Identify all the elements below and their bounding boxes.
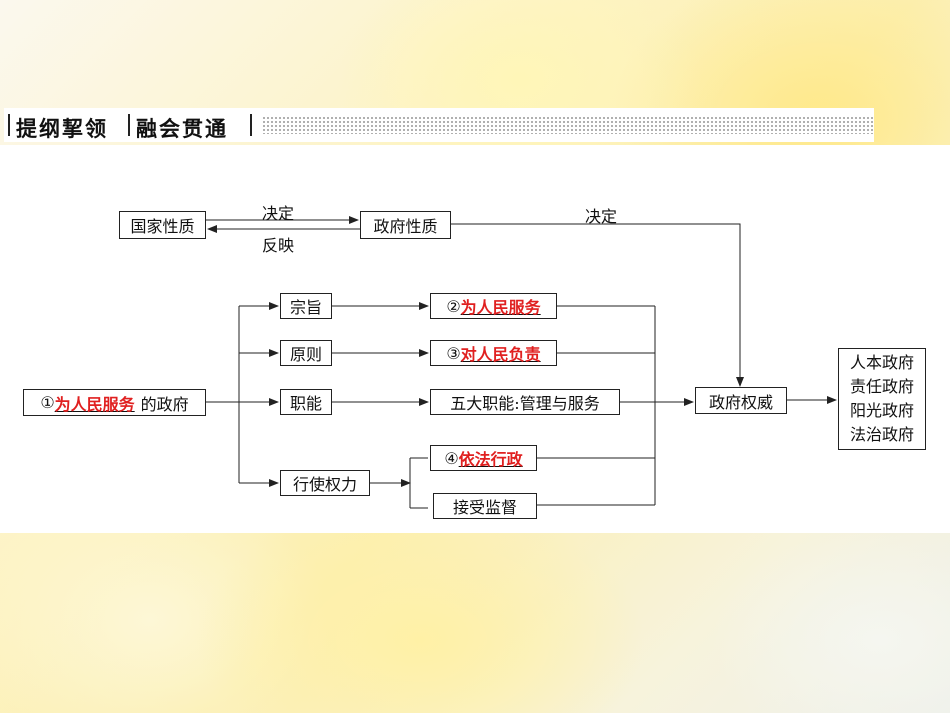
dotted-fill xyxy=(262,116,874,134)
people-gov-suffix: 的政府 xyxy=(140,394,189,414)
answer-4: 依法行政 xyxy=(458,450,523,469)
principle-box: 原则 xyxy=(280,340,332,366)
blank-number: ③ xyxy=(446,343,461,363)
exercise-power-box: 行使权力 xyxy=(280,470,370,496)
blank-number: ① xyxy=(40,393,55,412)
decide-label-2: 决定 xyxy=(585,207,618,226)
gov-nature-box: 政府性质 xyxy=(360,211,451,239)
divider xyxy=(128,114,130,136)
gov-type-item: 阳光政府 xyxy=(849,401,914,420)
reflect-label: 反映 xyxy=(262,236,295,255)
gov-type-item: 人本政府 xyxy=(849,353,914,372)
blank-number: ② xyxy=(446,296,461,316)
supervision-box: 接受监督 xyxy=(433,493,537,519)
answer-2: 为人民服务 xyxy=(460,298,541,317)
purpose-box: 宗旨 xyxy=(280,293,332,319)
divider xyxy=(250,114,252,136)
section-header: 提纲挈领 融会贯通 xyxy=(4,108,874,142)
header-title-1: 提纲挈领 xyxy=(16,117,108,141)
answer-1: 为人民服务 xyxy=(54,394,135,414)
answer-3: 对人民负责 xyxy=(460,345,541,364)
gov-types-box: 人本政府 责任政府 阳光政府 法治政府 xyxy=(838,348,926,450)
five-functions-box: 五大职能:管理与服务 xyxy=(430,389,620,415)
divider xyxy=(8,114,10,136)
state-nature-box: 国家性质 xyxy=(119,211,206,239)
decide-label: 决定 xyxy=(262,204,295,223)
function-box: 职能 xyxy=(280,389,332,415)
header-title-2: 融会贯通 xyxy=(136,117,228,141)
authority-box: 政府权威 xyxy=(695,387,787,414)
gov-type-item: 法治政府 xyxy=(849,425,914,444)
gov-type-item: 责任政府 xyxy=(849,377,914,396)
blank-number: ④ xyxy=(444,448,459,468)
